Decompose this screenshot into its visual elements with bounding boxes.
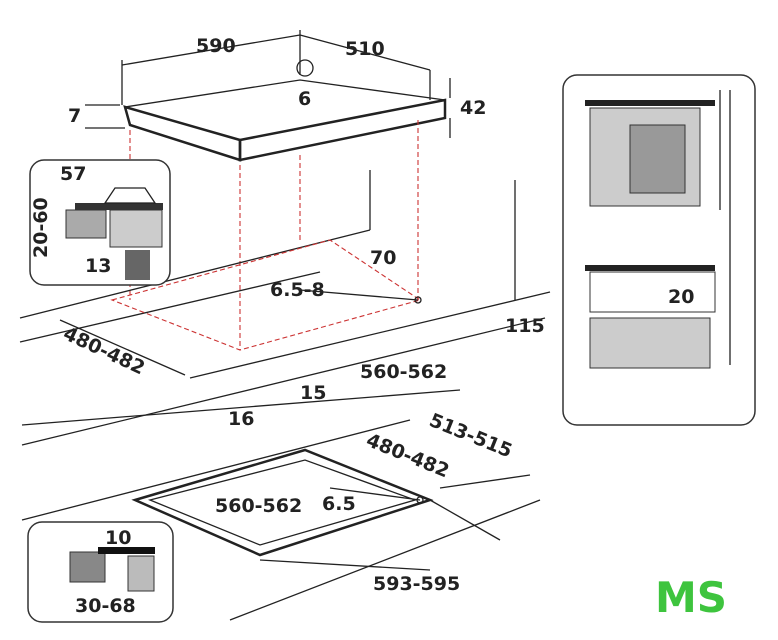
side-section-drawings	[585, 90, 731, 369]
label-gas-inlet: 6	[298, 88, 311, 110]
label-front: 15	[300, 382, 326, 404]
label-outer-width: 593-595	[373, 573, 460, 595]
label-rear: 70	[370, 247, 396, 269]
label-outer-depth: 513-515	[426, 409, 515, 462]
label-bottom-inlet: 6.5	[322, 493, 356, 515]
label-worktop-thickness: 20-60	[30, 197, 52, 258]
label-worktop-range: 30-68	[75, 595, 136, 617]
label-height: 42	[460, 97, 486, 119]
label-inlet-offset: 6.5-8	[270, 279, 325, 301]
label-burner-height: 57	[60, 163, 86, 185]
worktop-cutout-bottom	[21, 419, 541, 621]
label-gap: 13	[85, 255, 111, 277]
gas-inlet-icon	[296, 59, 314, 77]
logo: MS	[655, 573, 727, 622]
label-cutout-width: 560-562	[360, 361, 447, 383]
label-clearance: 20	[668, 286, 694, 308]
label-bottom-width: 560-562	[215, 495, 302, 517]
flame-icon	[125, 250, 150, 280]
label-depth: 510	[345, 38, 385, 60]
label-front-edge: 16	[228, 408, 254, 430]
worktop-cutout-top	[19, 170, 551, 446]
label-side: 115	[505, 315, 545, 337]
label-bottom-depth: 480-482	[363, 429, 452, 482]
label-rim: 10	[105, 527, 131, 549]
label-cutout-depth: 480-482	[60, 323, 148, 380]
label-width: 590	[196, 35, 236, 57]
label-glass-thickness: 7	[68, 105, 81, 127]
